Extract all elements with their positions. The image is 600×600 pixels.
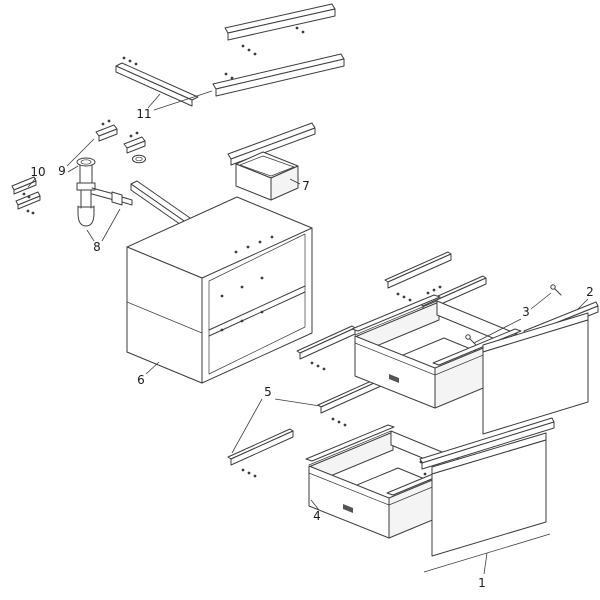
siphon-assembly [76, 119, 146, 227]
part-label-1: 1 [478, 576, 486, 590]
shelf-pin-holes [220, 235, 274, 332]
front-top-rail [227, 122, 316, 166]
drawer-front-lower [419, 432, 547, 557]
part-label-2: 2 [586, 285, 594, 299]
siphon-trap [76, 157, 133, 227]
part-label-3: 3 [522, 305, 530, 319]
part-label-5: 5 [264, 385, 272, 399]
part-label-4: 4 [313, 509, 321, 523]
part-label-10: 10 [30, 165, 45, 179]
screw-icon [550, 284, 562, 296]
part-label-9: 9 [58, 164, 66, 178]
fixing-strips [11, 176, 41, 215]
slide-rail [227, 428, 294, 478]
leader-lines [27, 90, 589, 575]
top-rails [115, 3, 345, 107]
part-labels: 1 2 3 4 5 6 7 8 9 10 11 [30, 107, 593, 590]
slide-rail [296, 325, 356, 371]
part-label-6: 6 [137, 373, 145, 387]
part-label-7: 7 [302, 179, 310, 193]
accessory-tray [235, 151, 299, 201]
drawer-front-upper [482, 312, 589, 435]
screw-icon [465, 334, 477, 346]
screw-dots [122, 26, 305, 80]
cabinet-body [126, 196, 313, 384]
part-label-8: 8 [93, 240, 101, 254]
siphon-clamps [95, 119, 146, 164]
slide-rail [384, 251, 452, 302]
part-label-11: 11 [136, 107, 151, 121]
slide-rail [317, 377, 382, 427]
